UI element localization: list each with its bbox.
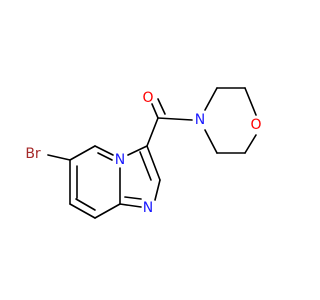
bond-n1-c8a [119,203,142,208]
bond-c8-c7 [69,203,96,219]
bond-c5-n4-double [97,152,113,161]
bond-c6-c5 [69,145,96,161]
bond-c3-carbonyl [146,117,159,147]
bond-carbonyl-o-double [157,98,166,115]
atom-morpholine-oxygen: O [250,117,261,133]
bond-c3-c2 [146,145,161,181]
bond-n-ch2-top [204,87,218,111]
atom-labels: Br N N O N O [25,90,261,216]
molecule-structure-diagram: Br N N O N O [25,87,262,219]
atom-morpholine-nitrogen: N [195,112,205,128]
bond-c2-n1 [154,179,161,201]
bond-c5-n4 [94,145,114,156]
bond-c8-c7-double [75,198,96,211]
bond-carbonyl-n [157,117,193,121]
bond-c6-br [47,154,71,161]
bond-o-ch2-bottom [244,134,257,154]
atom-ring-nitrogen-imidazole: N [143,200,153,216]
atom-ring-nitrogen-bridge: N [115,152,125,168]
bond-c3-c2-double [139,151,152,181]
bond-c8a-c8 [94,203,121,219]
atom-carbonyl-oxygen: O [142,90,153,106]
bond-ch2-n-bottom [204,129,218,154]
bonds [47,87,257,219]
bond-ch2-o-top [244,87,257,116]
atom-bromine: Br [25,146,41,162]
bond-n4-c3 [127,145,148,156]
bond-n1-c8a-double [124,196,142,200]
bond-carbonyl-o [151,103,159,119]
